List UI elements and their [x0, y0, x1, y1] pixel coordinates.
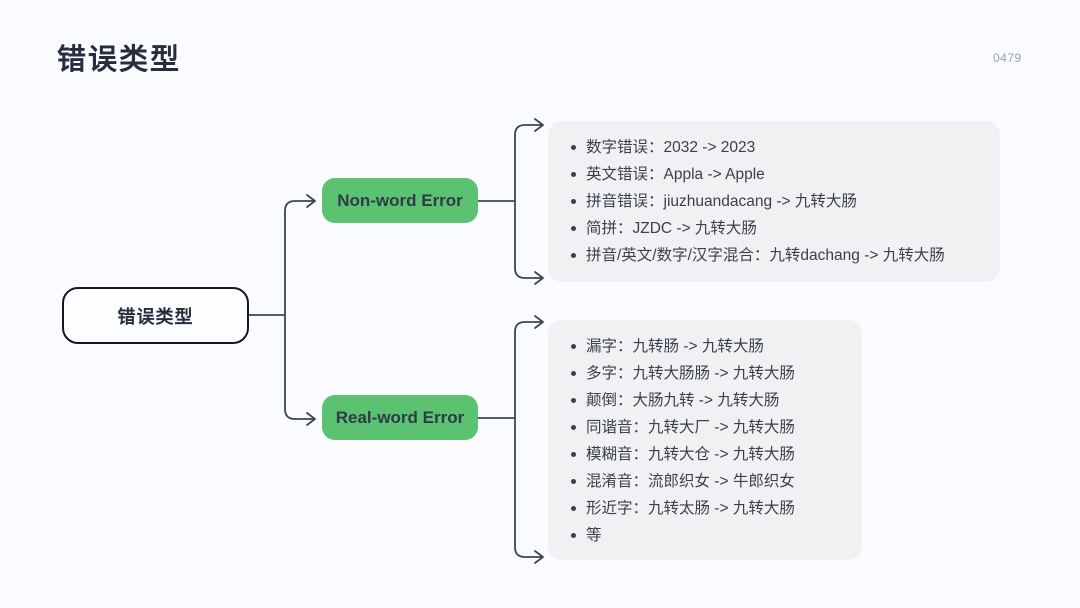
branch-node-real-word-error: Real-word Error	[322, 395, 478, 440]
panel-real-word-examples: 漏字：九转肠 -> 九转大肠 多字：九转大肠肠 -> 九转大肠 颠倒：大肠九转 …	[548, 320, 862, 560]
list-item: 同谐音：九转大厂 -> 九转大肠	[571, 414, 846, 441]
arrowhead-icon	[534, 118, 544, 132]
page-title: 错误类型	[57, 44, 182, 76]
arrowhead-icon	[534, 550, 544, 564]
page-number: 0479	[993, 51, 1022, 65]
list-item: 拼音错误：jiuzhuandacang -> 九转大肠	[571, 188, 984, 215]
list-item: 多字：九转大肠肠 -> 九转大肠	[571, 360, 846, 387]
list-item: 拼音/英文/数字/汉字混合：九转dachang -> 九转大肠	[571, 242, 984, 269]
non-word-example-list: 数字错误：2032 -> 2023 英文错误：Appla -> Apple 拼音…	[548, 121, 1000, 269]
list-item: 形近字：九转太肠 -> 九转大肠	[571, 495, 846, 522]
list-item: 简拼：JZDC -> 九转大肠	[571, 215, 984, 242]
list-item: 英文错误：Appla -> Apple	[571, 161, 984, 188]
real-word-example-list: 漏字：九转肠 -> 九转大肠 多字：九转大肠肠 -> 九转大肠 颠倒：大肠九转 …	[548, 320, 862, 549]
panel-non-word-examples: 数字错误：2032 -> 2023 英文错误：Appla -> Apple 拼音…	[548, 121, 1000, 282]
list-item: 数字错误：2032 -> 2023	[571, 134, 984, 161]
list-item: 等	[571, 522, 846, 549]
arrowhead-icon	[534, 271, 544, 285]
list-item: 混淆音：流郎织女 -> 牛郎织女	[571, 468, 846, 495]
arrowhead-icon	[306, 194, 316, 208]
list-item: 漏字：九转肠 -> 九转大肠	[571, 333, 846, 360]
arrowhead-icon	[306, 412, 316, 426]
root-node: 错误类型	[62, 287, 249, 344]
branch-node-non-word-error: Non-word Error	[322, 178, 478, 223]
list-item: 模糊音：九转大仓 -> 九转大肠	[571, 441, 846, 468]
arrowhead-icon	[534, 315, 544, 329]
list-item: 颠倒：大肠九转 -> 九转大肠	[571, 387, 846, 414]
